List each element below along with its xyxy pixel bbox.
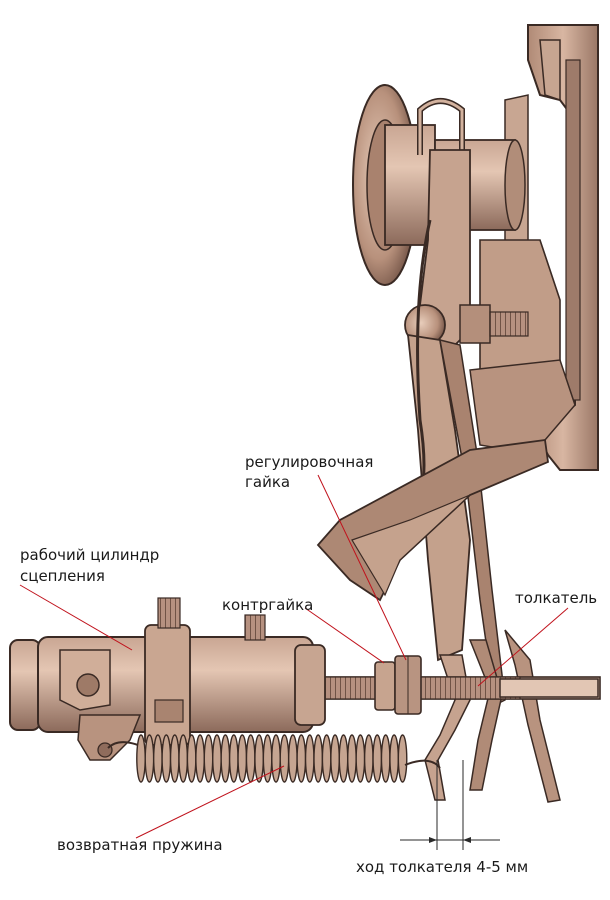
spring-coil	[355, 734, 366, 783]
spring-coil	[195, 734, 205, 783]
spring-coil	[178, 734, 189, 783]
spring-coil	[152, 734, 163, 783]
spring-coil	[212, 734, 222, 783]
spring-coil	[296, 734, 307, 783]
label-pushrod-travel: ход толкателя 4-5 мм	[356, 858, 529, 876]
spring-coil	[169, 734, 180, 783]
spring-coil	[254, 734, 265, 783]
label-slave-cylinder-line1: рабочий цилиндр	[20, 546, 160, 564]
slave-cylinder	[9, 597, 326, 761]
label-pushrod: толкатель	[515, 589, 598, 607]
spring-coil	[330, 734, 340, 783]
label-adjusting-nut-line2: гайка	[245, 473, 291, 491]
spring-coil	[220, 734, 231, 783]
spring-coil	[363, 734, 374, 783]
spring-coil	[313, 734, 324, 783]
leader-pushrod	[477, 607, 569, 687]
leader-locknut	[304, 607, 385, 664]
spring-coil	[321, 734, 332, 783]
leader-lines	[19, 474, 569, 839]
label-slave-cylinder-line2: сцепления	[20, 567, 105, 585]
spring-coil	[245, 734, 256, 783]
spring-coil	[271, 734, 281, 783]
spring-coil	[397, 734, 408, 783]
spring-coil	[203, 734, 214, 783]
label-adjusting-nut-line1: регулировочная	[245, 453, 374, 471]
spring-coil	[144, 734, 155, 783]
label-locknut: контргайка	[222, 596, 314, 614]
leader-return-spring	[135, 765, 285, 839]
label-return-spring: возвратная пружина	[57, 836, 223, 854]
spring-coil	[186, 734, 197, 783]
spring-coil	[136, 734, 146, 783]
release-fork	[316, 149, 561, 803]
travel-dimension	[400, 760, 500, 850]
spring-coil	[380, 734, 391, 783]
leader-adjusting-nut	[317, 474, 407, 661]
spring-coil	[338, 734, 349, 783]
spring-coil	[237, 734, 248, 783]
spring-coil	[161, 734, 172, 783]
return-spring	[136, 734, 408, 783]
clutch-housing	[469, 24, 599, 471]
spring-coil	[372, 734, 383, 783]
spring-coil	[389, 734, 400, 783]
leader-slave-cylinder	[19, 584, 133, 651]
spring-coil	[347, 734, 357, 783]
spring-coil	[287, 734, 298, 783]
spring-coil	[304, 734, 315, 783]
spring-coil	[228, 734, 239, 783]
spring-coil	[279, 734, 290, 783]
